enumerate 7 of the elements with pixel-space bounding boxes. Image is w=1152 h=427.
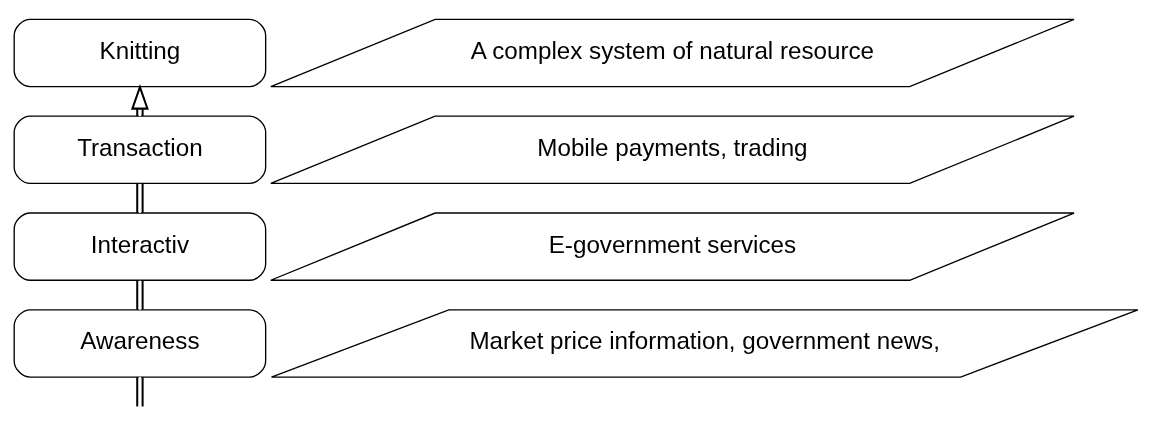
node-box: Knitting [13, 18, 267, 88]
connector [136, 183, 144, 213]
node-box: Awareness [13, 309, 267, 378]
node-box: Interactiv [13, 212, 267, 281]
connector [136, 377, 144, 407]
connector [136, 280, 144, 310]
node-box: Transaction [13, 115, 267, 185]
